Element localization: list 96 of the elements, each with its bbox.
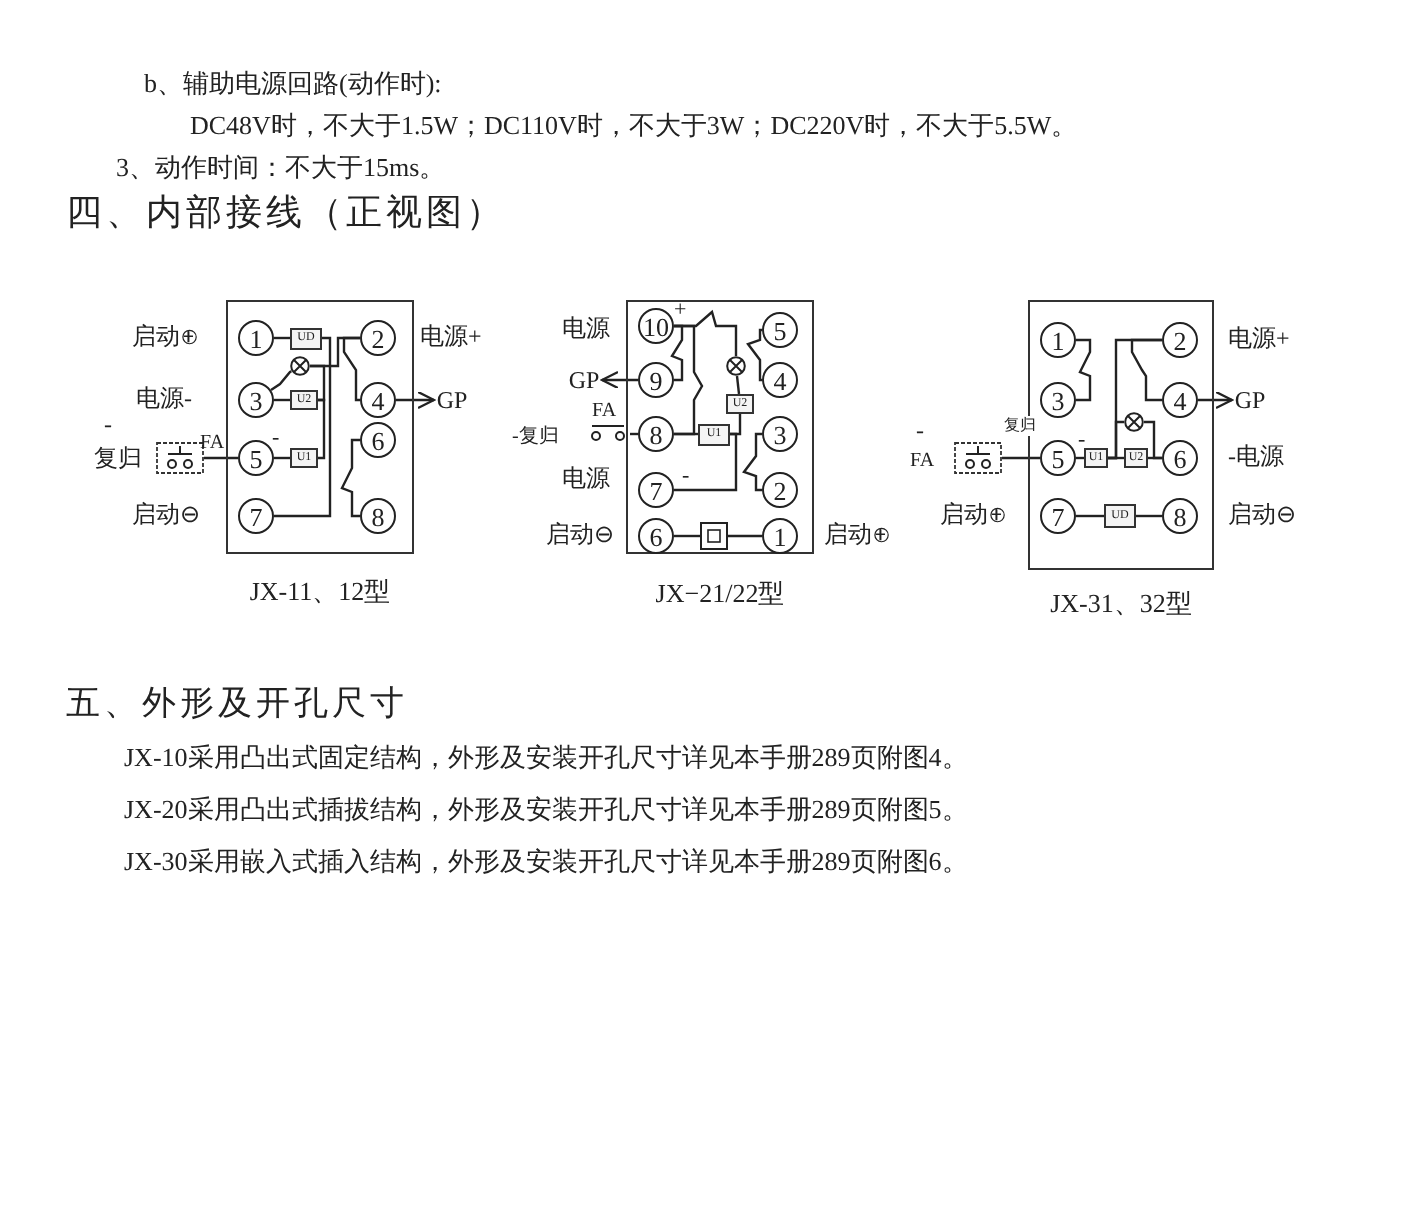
terminal-label: 启动⊕ — [132, 322, 200, 354]
terminal-label: 启动⊖ — [546, 520, 614, 552]
terminal-label: -电源 — [1228, 442, 1284, 474]
terminal-circle: 6 — [638, 518, 674, 554]
terminal-circle: 6 — [1162, 440, 1198, 476]
note-text: JX-10采用凸出式固定结构，外形及安装开孔尺寸详见本手册289页附图4。 — [124, 741, 968, 775]
relay-coil-box — [700, 522, 728, 550]
note-text: JX-30采用嵌入式插入结构，外形及安装开孔尺寸详见本手册289页附图6。 — [124, 845, 968, 879]
signal-label: GP — [1232, 386, 1268, 414]
wire — [270, 370, 293, 391]
polarity-sign: - — [104, 410, 112, 442]
terminal-circle: 2 — [762, 472, 798, 508]
polarity-sign: - — [272, 423, 280, 453]
terminal-label: FA — [200, 429, 225, 455]
terminal-circle: 9 — [638, 362, 674, 398]
note-text: b、辅助电源回路(动作时): — [144, 67, 442, 101]
wire — [1076, 338, 1092, 402]
polarity-sign: + — [674, 295, 687, 325]
push-button-symbol — [586, 422, 630, 446]
polarity-sign: - — [916, 416, 924, 448]
wire — [204, 456, 238, 460]
wire — [318, 398, 326, 460]
terminal-circle: 1 — [1040, 322, 1076, 358]
push-button-symbol — [156, 442, 204, 474]
wire — [670, 324, 684, 382]
terminal-circle: 8 — [1162, 498, 1198, 534]
terminal-label: 电源 — [562, 464, 610, 496]
section-heading: 四、内部接线（正视图） — [66, 190, 506, 237]
arrow — [396, 390, 436, 410]
terminal-label: FA — [592, 397, 617, 423]
terminal-label: 复归 — [94, 444, 142, 476]
wire — [742, 432, 762, 492]
wire — [674, 324, 704, 436]
wire — [735, 375, 741, 395]
push-button-symbol — [954, 442, 1002, 474]
terminal-circle: 4 — [762, 362, 798, 398]
terminal-circle: 1 — [238, 320, 274, 356]
wire — [274, 336, 332, 518]
wire — [1108, 420, 1124, 460]
model-caption: JX−21/22型 — [653, 578, 787, 610]
terminal-circle: 4 — [360, 382, 396, 418]
signal-label: GP — [434, 386, 470, 414]
terminal-label: -复归 — [512, 423, 559, 449]
terminal-label: 启动⊕ — [824, 520, 892, 552]
terminal-circle: 3 — [1040, 382, 1076, 418]
note-text: 3、动作时间：不大于15ms。 — [116, 151, 446, 185]
wire — [1130, 338, 1162, 402]
terminal-circle: 2 — [360, 320, 396, 356]
terminal-circle: 8 — [360, 498, 396, 534]
lamp-symbol — [290, 356, 310, 376]
terminal-circle: 4 — [1162, 382, 1198, 418]
terminal-circle: 7 — [1040, 498, 1076, 534]
terminal-label: 启动⊖ — [1228, 500, 1296, 532]
terminal-label: 启动⊖ — [132, 500, 200, 532]
note-text: JX-20采用凸出式插拔结构，外形及安装开孔尺寸详见本手册289页附图5。 — [124, 793, 968, 827]
signal-label: GP — [566, 366, 602, 394]
note-text: DC48V时，不大于1.5W；DC110V时，不大于3W；DC220V时，不大于5.5W。 — [190, 109, 1078, 143]
arrow — [600, 370, 638, 390]
terminal-circle: 10 — [638, 308, 674, 344]
model-caption: JX-31、32型 — [1048, 588, 1194, 620]
lamp-symbol — [1124, 412, 1144, 432]
polarity-sign: - — [682, 461, 690, 491]
terminal-label: FA — [910, 447, 935, 473]
wire — [1002, 456, 1040, 460]
terminal-circle: 6 — [360, 422, 396, 458]
terminal-circle: 3 — [238, 382, 274, 418]
terminal-circle: 5 — [1040, 440, 1076, 476]
terminal-circle: 8 — [638, 416, 674, 452]
section-heading: 五、外形及开孔尺寸 — [66, 681, 408, 726]
wire — [674, 432, 738, 492]
terminal-label: 电源+ — [1228, 324, 1290, 356]
wire — [1136, 514, 1162, 518]
wire — [728, 534, 762, 538]
wire — [1144, 420, 1162, 460]
model-caption: JX-11、12型 — [247, 576, 393, 608]
terminal-label: 电源- — [136, 384, 192, 416]
lamp-symbol — [726, 356, 746, 376]
terminal-circle: 7 — [638, 472, 674, 508]
polarity-sign: - — [1078, 425, 1086, 455]
terminal-circle: 2 — [1162, 322, 1198, 358]
arrow — [1198, 390, 1234, 410]
wire — [1076, 514, 1104, 518]
terminal-circle: 5 — [238, 440, 274, 476]
terminal-label: 电源 — [562, 314, 610, 346]
wire — [340, 438, 360, 518]
wire — [342, 336, 360, 402]
terminal-circle: 5 — [762, 312, 798, 348]
wire — [674, 534, 700, 538]
wire — [746, 328, 763, 382]
terminal-circle: 7 — [238, 498, 274, 534]
terminal-label: 电源+ — [420, 322, 482, 354]
terminal-circle: 3 — [762, 416, 798, 452]
terminal-label: 启动⊕ — [940, 500, 1008, 532]
terminal-circle: 1 — [762, 518, 798, 554]
wire — [310, 336, 360, 368]
terminal-label: 复归 — [1004, 415, 1036, 437]
